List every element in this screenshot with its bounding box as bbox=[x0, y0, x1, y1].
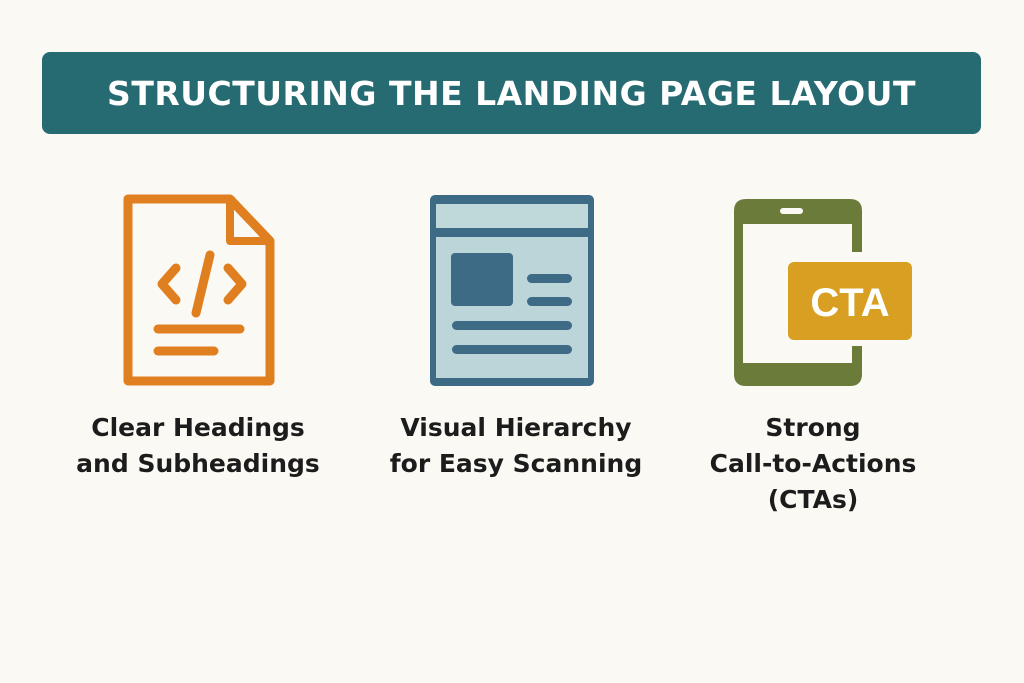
item-label-cta: Strong Call-to-Actions (CTAs) bbox=[653, 410, 973, 518]
code-document-icon bbox=[123, 194, 275, 386]
browser-layout-icon bbox=[430, 195, 594, 386]
label-line: Call-to-Actions bbox=[709, 449, 917, 478]
cta-badge bbox=[788, 262, 912, 340]
item-label-hierarchy: Visual Hierarchy for Easy Scanning bbox=[356, 410, 676, 482]
label-line: Strong bbox=[765, 413, 861, 442]
phone-cta-icon: CTA bbox=[734, 199, 912, 386]
label-line: for Easy Scanning bbox=[389, 449, 643, 478]
label-line: (CTAs) bbox=[767, 485, 859, 514]
item-label-headings: Clear Headings and Subheadings bbox=[38, 410, 358, 482]
label-line: Visual Hierarchy bbox=[400, 413, 632, 442]
label-line: Clear Headings bbox=[91, 413, 305, 442]
label-line: and Subheadings bbox=[76, 449, 320, 478]
cta-badge-text: CTA bbox=[810, 281, 889, 325]
title-banner: STRUCTURING THE LANDING PAGE LAYOUT bbox=[42, 52, 981, 134]
page-title: STRUCTURING THE LANDING PAGE LAYOUT bbox=[107, 73, 916, 113]
